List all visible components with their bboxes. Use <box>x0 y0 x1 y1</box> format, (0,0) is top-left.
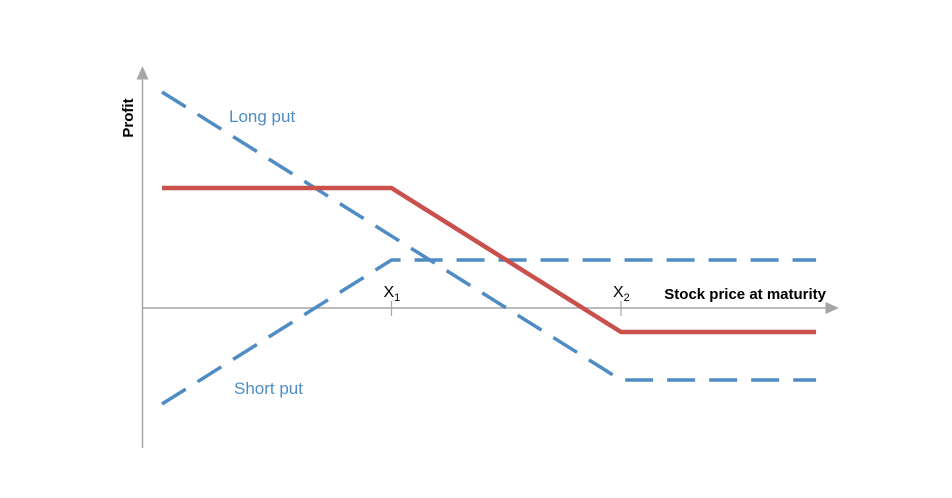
legend-label-long-put: Long put <box>229 107 295 126</box>
legend-label-short-put: Short put <box>234 379 303 398</box>
series-layer <box>161 90 817 406</box>
y-axis-label: Profit <box>120 98 137 137</box>
x-tick-label-2-subscript: 2 <box>624 292 630 304</box>
series-line-short-put <box>161 258 817 406</box>
x-tick-label-1-subscript: 1 <box>394 292 400 304</box>
axes <box>136 66 839 448</box>
labels-layer: Profit Stock price at maturity Long put … <box>120 98 827 398</box>
series-line-long-put <box>161 90 817 382</box>
series-line-bear-spread <box>162 185 817 335</box>
x-axis-label: Stock price at maturity <box>664 286 826 303</box>
